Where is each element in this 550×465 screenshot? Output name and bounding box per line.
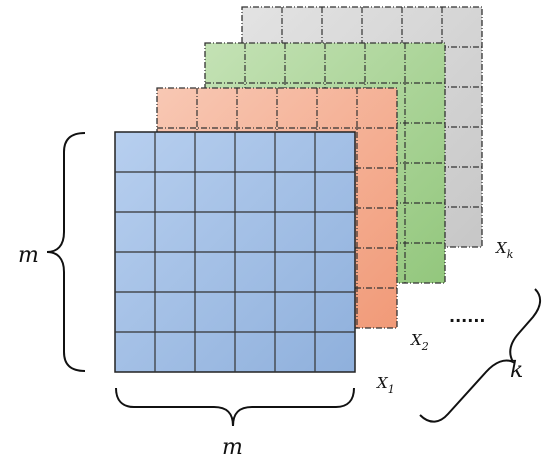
label-x2: X2 [410, 331, 429, 353]
m-left-label: m [18, 243, 39, 268]
k-brace [419, 288, 541, 423]
matrix-x1-layer [114, 131, 356, 373]
k-label: k [510, 358, 523, 383]
label-x1: X1 [376, 374, 395, 396]
left-brace [46, 132, 86, 372]
label-xk: Xk [495, 239, 514, 261]
m-bottom-label: m [222, 435, 243, 460]
bottom-brace [115, 387, 355, 427]
ellipsis: ...... [449, 307, 485, 326]
